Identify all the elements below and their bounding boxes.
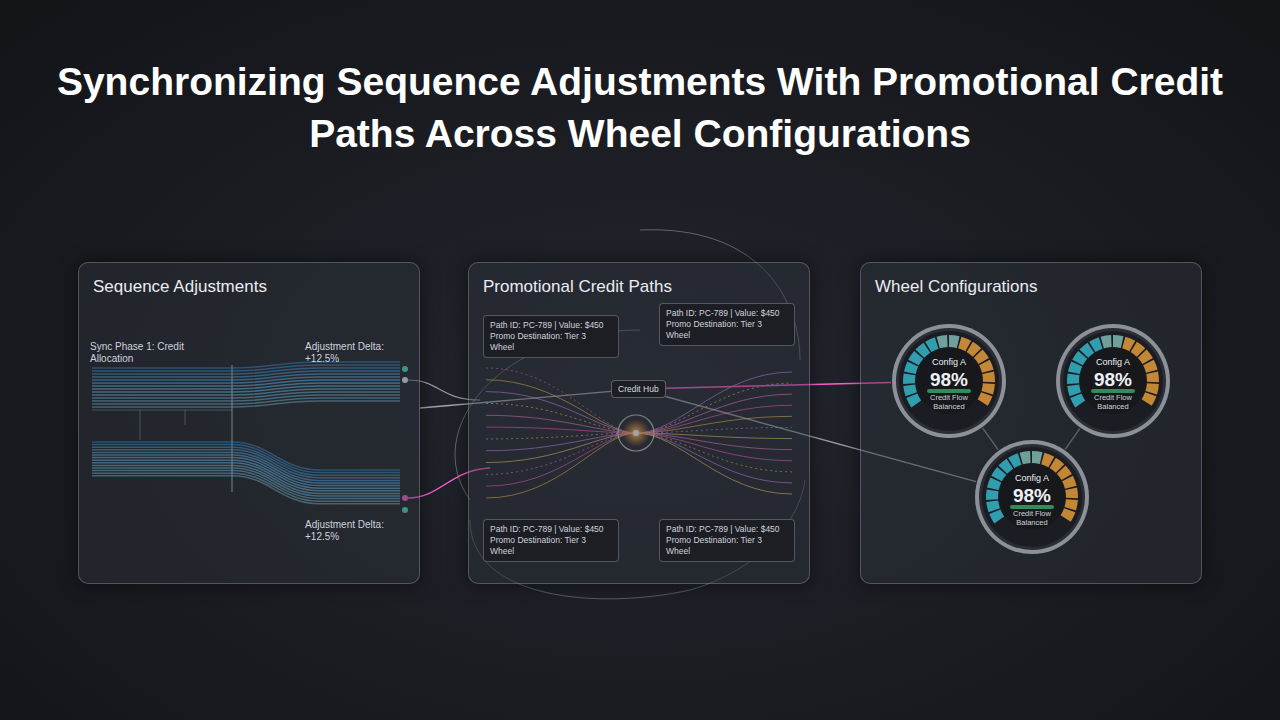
gauge-circle: Config A 98% Credit Flow Balanced bbox=[891, 323, 1007, 439]
panel-heading: Sequence Adjustments bbox=[93, 277, 419, 297]
box-text: Path ID: PC-789 | Value: $450 Promo Dest… bbox=[666, 308, 788, 341]
box-text: Path ID: PC-789 | Value: $450 Promo Dest… bbox=[490, 524, 612, 557]
panel-box: Sequence Adjustments bbox=[78, 262, 420, 584]
panel-box: Wheel ConfigurationsConfig A 98% Credit Fl… bbox=[860, 262, 1202, 584]
gauge-circle: Config A 98% Credit Flow Balanced bbox=[974, 439, 1090, 555]
panel-heading: Wheel Configurations bbox=[875, 277, 1201, 297]
gauge-text: Credit Flow Balanced bbox=[998, 509, 1066, 527]
gauge-text: 98% bbox=[1079, 369, 1147, 391]
box-text: Path ID: PC-789 | Value: $450 Promo Dest… bbox=[490, 320, 612, 353]
gauge-text: Config A bbox=[998, 473, 1066, 483]
gauge-text: 98% bbox=[915, 369, 983, 391]
gauge-text: Credit Flow Balanced bbox=[1079, 393, 1147, 411]
box-text: Credit Hub bbox=[618, 384, 659, 394]
path-info-box: Path ID: PC-789 | Value: $450 Promo Dest… bbox=[659, 303, 795, 346]
gauge-text: Config A bbox=[915, 357, 983, 367]
panel-box: Promotional Credit PathsPath ID: PC-789 … bbox=[468, 262, 810, 584]
page-title: Synchronizing Sequence Adjustments With … bbox=[20, 56, 1260, 160]
path-info-box: Path ID: PC-789 | Value: $450 Promo Dest… bbox=[483, 315, 619, 358]
gauge-text: Config A bbox=[1079, 357, 1147, 367]
panel-heading: Promotional Credit Paths bbox=[483, 277, 809, 297]
gauge-text: Credit Flow Balanced bbox=[915, 393, 983, 411]
path-info-box: Path ID: PC-789 | Value: $450 Promo Dest… bbox=[659, 519, 795, 562]
hub-box: Credit Hub bbox=[611, 380, 666, 398]
gauge-text: 98% bbox=[998, 485, 1066, 507]
annotation-label: Adjustment Delta: +12.5% bbox=[305, 341, 415, 365]
path-info-box: Path ID: PC-789 | Value: $450 Promo Dest… bbox=[483, 519, 619, 562]
gauge-circle: Config A 98% Credit Flow Balanced bbox=[1055, 323, 1171, 439]
annotation-label: Sync Phase 1: Credit Allocation bbox=[90, 341, 210, 365]
box-text: Path ID: PC-789 | Value: $450 Promo Dest… bbox=[666, 524, 788, 557]
annotation-label: Adjustment Delta: +12.5% bbox=[305, 519, 415, 543]
